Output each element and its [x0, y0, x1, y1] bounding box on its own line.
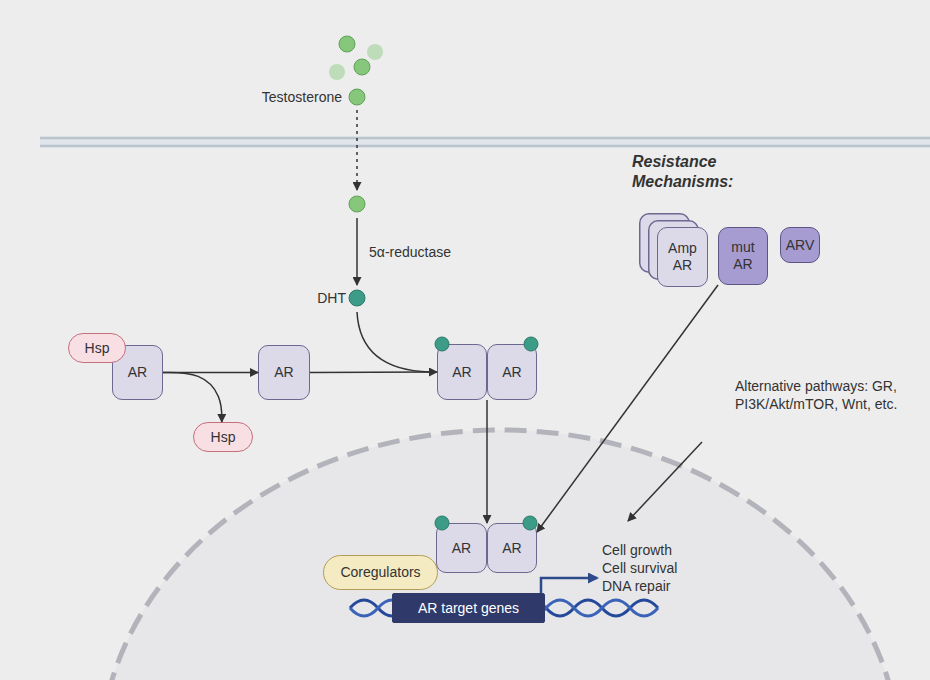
- heat-shock-protein: Hsp: [193, 422, 253, 452]
- dht-molecule: [435, 337, 449, 351]
- node-text: ARV: [786, 237, 815, 254]
- node-text: AR target genes: [418, 600, 519, 617]
- molecule-label: DHT: [290, 289, 346, 307]
- cell-membrane-line: [40, 145, 930, 148]
- node-text: Amp AR: [661, 240, 704, 274]
- testosterone-molecule: [349, 89, 365, 105]
- cell-membrane-line: [40, 137, 930, 140]
- testosterone-molecule: [354, 59, 370, 75]
- node-text: Hsp: [85, 340, 110, 357]
- testosterone-molecule: [329, 64, 345, 80]
- node-text: AR: [452, 364, 471, 381]
- dht-binding-line: [357, 312, 430, 372]
- node-text: AR: [452, 540, 471, 557]
- nucleus-envelope: [100, 430, 900, 680]
- node-text: Coregulators: [340, 564, 420, 581]
- dht-molecule: [524, 337, 538, 351]
- section-heading: Resistance Mechanisms:: [632, 152, 744, 192]
- dht-molecule: [349, 290, 365, 306]
- conversion-arrow: [356, 218, 358, 285]
- coregulator-pill: Coregulators: [323, 555, 438, 590]
- target-gene-bar: AR target genes: [392, 593, 545, 623]
- node-text: AR: [128, 364, 147, 381]
- receptor-box: AR: [258, 345, 310, 400]
- receptor-variant-box: ARV: [780, 227, 820, 263]
- flow-arrow: [163, 372, 258, 374]
- node-text: AR: [502, 540, 521, 557]
- flow-arrow: [163, 373, 222, 423]
- transcription-arrow: [541, 578, 597, 596]
- amplified-receptor-box: Amp AR: [657, 227, 708, 287]
- dht-molecule: [435, 516, 449, 530]
- receptor-box: AR: [436, 523, 487, 573]
- node-text: AR: [274, 364, 293, 381]
- node-text: Hsp: [211, 429, 236, 446]
- heat-shock-protein: Hsp: [68, 333, 126, 363]
- dht-molecule: [523, 516, 537, 530]
- molecule-label: Testosterone: [230, 88, 342, 106]
- flow-arrow: [310, 371, 437, 373]
- node-text: mut AR: [722, 239, 764, 273]
- receptor-box: AR: [437, 344, 487, 400]
- outcome-list: Cell growth Cell survival DNA repair: [602, 541, 694, 596]
- flow-arrow: [486, 400, 488, 523]
- receptor-box: AR: [487, 523, 537, 573]
- note-text: Alternative pathways: GR, PI3K/Akt/mTOR,…: [735, 377, 907, 413]
- pathway-arrow: [628, 442, 702, 521]
- mutant-receptor-box: mut AR: [718, 227, 768, 285]
- flow-arrow: [537, 285, 718, 532]
- enzyme-label: 5α-reductase: [369, 243, 479, 261]
- cell-membrane: [40, 138, 930, 146]
- testosterone-molecule: [339, 36, 355, 52]
- testosterone-molecule: [367, 44, 383, 60]
- diffusion-arrow: [356, 110, 358, 190]
- node-text: AR: [502, 364, 521, 381]
- receptor-box: AR: [487, 344, 537, 400]
- testosterone-molecule: [349, 196, 365, 212]
